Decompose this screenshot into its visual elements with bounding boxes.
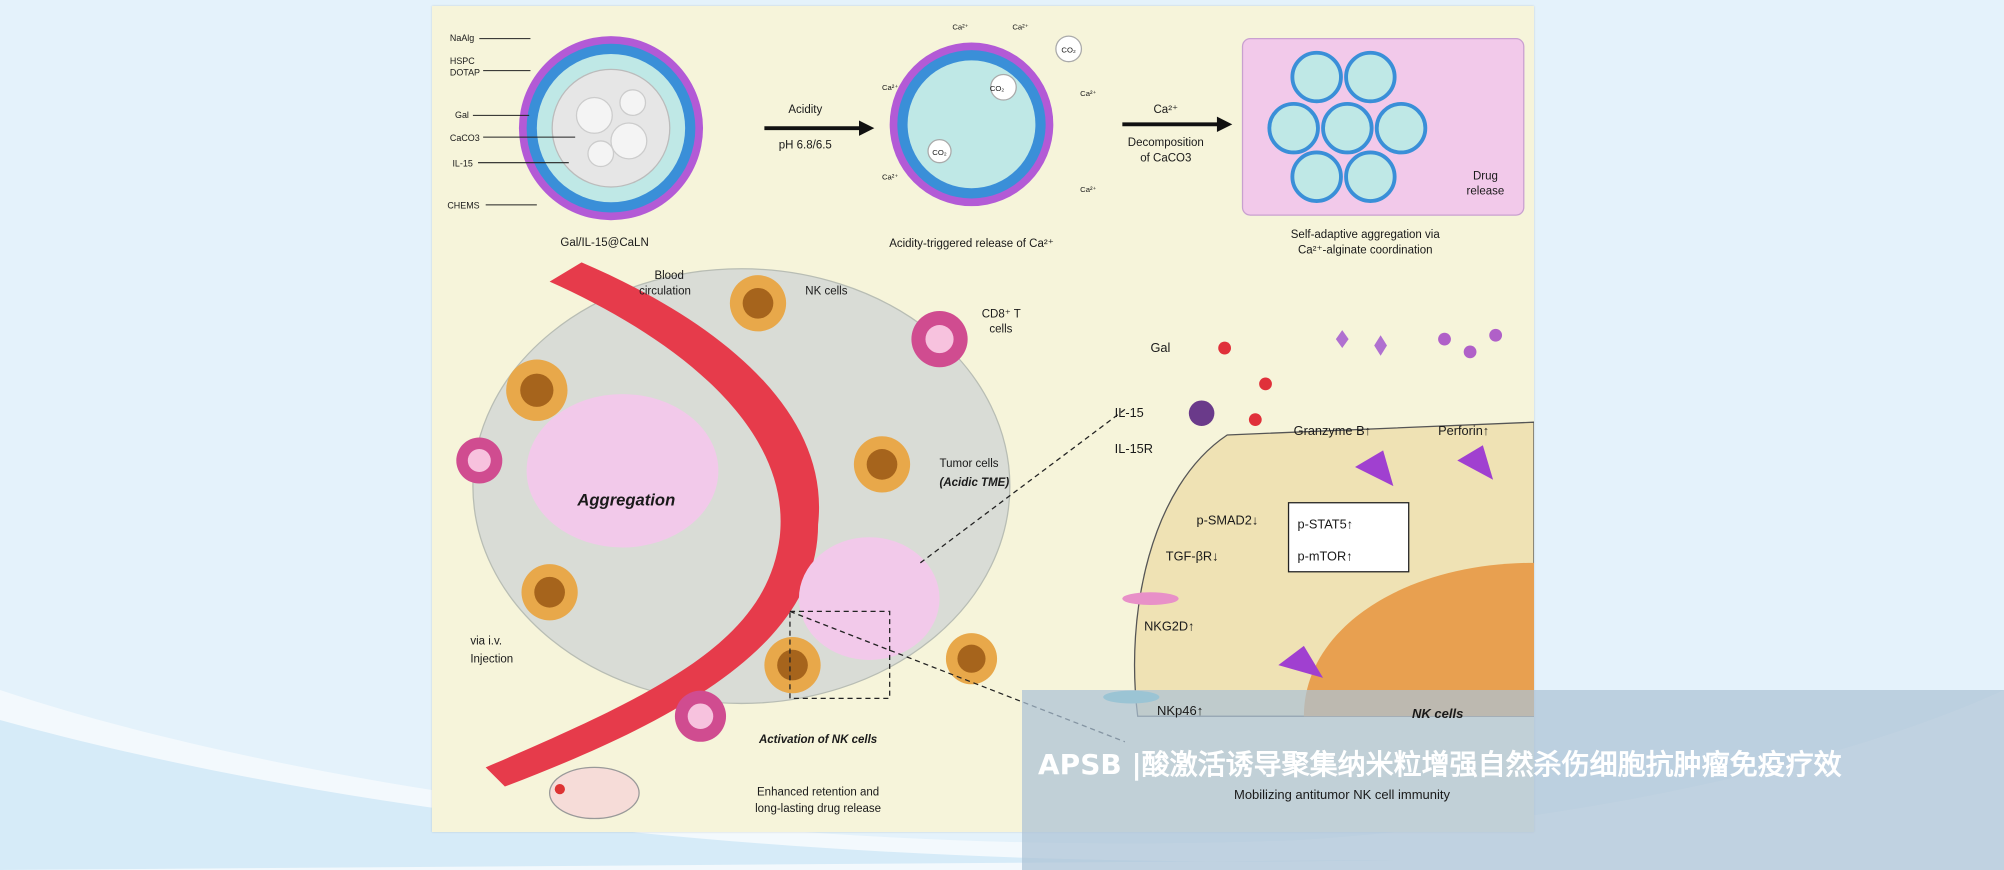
label-particle-name: Gal/IL-15@CaLN (560, 237, 648, 249)
label-pmtor: p-mTOR↑ (1297, 548, 1352, 563)
label-ca-2: Ca²⁺ (1012, 23, 1028, 32)
label-agg-caption-1: Self-adaptive aggregation via (1291, 229, 1441, 241)
label-tumor-1: Tumor cells (940, 458, 999, 470)
label-activation: Activation of NK cells (758, 734, 877, 746)
label-agg-caption-2: Ca²⁺-alginate coordination (1298, 244, 1433, 256)
label-perforin: Perforin↑ (1438, 423, 1489, 438)
label-nk-gal: Gal (1150, 340, 1170, 355)
nanoparticle-intact (518, 36, 704, 221)
label-injection: Injection (470, 654, 513, 666)
label-mobilizing: Mobilizing antitumor NK cell immunity (1233, 787, 1451, 802)
label-co2-1: CO₂ (990, 84, 1004, 93)
label-enhanced-2: long-lasting drug release (755, 803, 881, 815)
label-pstat5: p-STAT5↑ (1297, 516, 1353, 531)
label-granzyme: Granzyme B↑ (1294, 423, 1371, 438)
label-tgfbr: TGF-βR↓ (1166, 548, 1219, 563)
label-dotap: DOTAP (450, 68, 480, 78)
label-nk-cells-panel: NK cells (1412, 706, 1464, 721)
label-gal: Gal (455, 110, 469, 120)
label-cd8-1: CD8⁺ T (982, 308, 1021, 320)
label-caco3: CaCO3 (450, 133, 480, 143)
arrow-acidity (764, 120, 875, 136)
label-ph: pH 6.8/6.5 (779, 140, 832, 152)
label-co2-3: CO₂ (1061, 46, 1075, 55)
label-aggregation: Aggregation (576, 490, 675, 509)
label-nk-il15: IL-15 (1115, 405, 1144, 420)
label-blood-2: circulation (639, 285, 691, 297)
graphical-abstract-figure: NaAlg HSPC DOTAP Gal CaCO3 IL-15 CHEMS G… (432, 6, 1534, 832)
label-ca-5: Ca²⁺ (882, 172, 898, 181)
aggregate-network (1241, 38, 1525, 216)
label-cd8-2: cells (989, 324, 1012, 336)
label-ca-6: Ca²⁺ (1080, 185, 1096, 194)
label-blood-1: Blood (654, 270, 683, 282)
label-acidity: Acidity (788, 104, 822, 116)
label-co2-2: CO₂ (932, 148, 946, 157)
label-decomposition: Decomposition (1128, 137, 1204, 149)
label-tumor-2: (Acidic TME) (940, 477, 1010, 489)
label-naalg: NaAlg (450, 33, 474, 43)
label-release: release (1467, 186, 1505, 198)
label-ca-4: Ca²⁺ (1080, 89, 1096, 98)
arrow-decomposition (1122, 116, 1233, 132)
label-nkg2d: NKG2D↑ (1144, 619, 1194, 634)
label-of-caco3: of CaCO3 (1140, 152, 1191, 164)
caption-overlay: APSB |酸激活诱导聚集纳米粒增强自然杀伤细胞抗肿瘤免疫疗效 (1022, 690, 2004, 870)
label-enhanced-1: Enhanced retention and (757, 786, 879, 798)
mouse-icon (548, 766, 640, 820)
label-nk-il15r: IL-15R (1115, 441, 1153, 456)
label-chems: CHEMS (447, 201, 479, 211)
label-nkp46: NKp46↑ (1157, 703, 1204, 718)
label-hspc: HSPC (450, 56, 475, 66)
label-ca-1: Ca²⁺ (952, 23, 968, 32)
label-release-caption: Acidity-triggered release of Ca²⁺ (889, 238, 1054, 250)
blood-vessel (485, 262, 820, 787)
tumor-tissue (456, 262, 1011, 787)
nanoparticle-releasing (889, 35, 1083, 207)
nk-cell-diagram (1103, 328, 1534, 717)
figure-illustration: NaAlg HSPC DOTAP Gal CaCO3 IL-15 CHEMS G… (447, 23, 1534, 820)
label-nk-cells: NK cells (805, 285, 847, 297)
label-il15: IL-15 (452, 159, 472, 169)
label-via: via i.v. (470, 636, 502, 648)
label-ca-3: Ca²⁺ (882, 83, 898, 92)
label-drug: Drug (1473, 170, 1498, 182)
label-ca-arrow: Ca²⁺ (1154, 104, 1179, 116)
label-psmad2: p-SMAD2↓ (1196, 512, 1258, 527)
article-title[interactable]: APSB |酸激活诱导聚集纳米粒增强自然杀伤细胞抗肿瘤免疫疗效 (1038, 748, 1842, 781)
